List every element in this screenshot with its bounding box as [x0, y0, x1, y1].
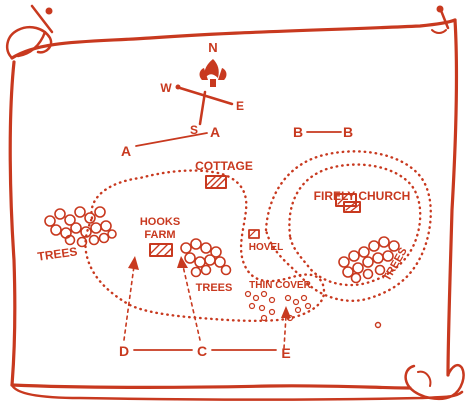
compass-south-label: S — [190, 123, 198, 137]
trees-center-cluster-icon — [180, 238, 232, 278]
cottage-label: COTTAGE — [195, 159, 253, 173]
line-b-right-label: B — [343, 124, 353, 140]
trees-left-label: TREES — [37, 244, 79, 263]
firely-church-label: FIRELY CHURCH — [314, 189, 411, 203]
line-a-a — [135, 132, 208, 147]
arrow-d-icon — [123, 256, 139, 341]
hooks-farm-label-line2: FARM — [144, 229, 175, 241]
compass-rose-icon — [175, 59, 234, 126]
trees-left-cluster-icon — [44, 206, 117, 248]
hovel-building-icon — [248, 229, 260, 239]
trees-right-cluster-icon — [338, 236, 400, 284]
thin-cover-scrub-icon — [244, 290, 312, 322]
compass-west-label: W — [160, 81, 172, 95]
line-a-right-label: A — [210, 124, 220, 140]
compass-east-label: E — [236, 99, 244, 113]
line-b-left-label: B — [293, 124, 303, 140]
left-region-boundary — [84, 169, 326, 323]
small-mark-icon — [374, 321, 382, 329]
farm-building-icon — [149, 243, 173, 257]
hooks-farm-label-line1: HOOKS — [140, 216, 180, 228]
arrow-e-icon — [281, 306, 291, 349]
compass-north-label: N — [208, 40, 217, 55]
trees-center-label: TREES — [196, 282, 233, 294]
right-region-inner-boundary — [288, 163, 422, 287]
line-c-label: C — [197, 343, 207, 359]
cottage-building-icon — [205, 175, 227, 189]
arrow-c-icon — [177, 256, 201, 341]
hovel-label: HOVEL — [249, 242, 283, 253]
church-building-icon — [335, 193, 361, 213]
thin-cover-label: THIN COVER — [249, 280, 311, 291]
line-a-left-label: A — [121, 143, 131, 159]
line-d-label: D — [119, 343, 129, 359]
right-region-boundary — [264, 150, 432, 302]
line-e-label: E — [281, 345, 290, 361]
scroll-frame-icon — [5, 4, 465, 401]
